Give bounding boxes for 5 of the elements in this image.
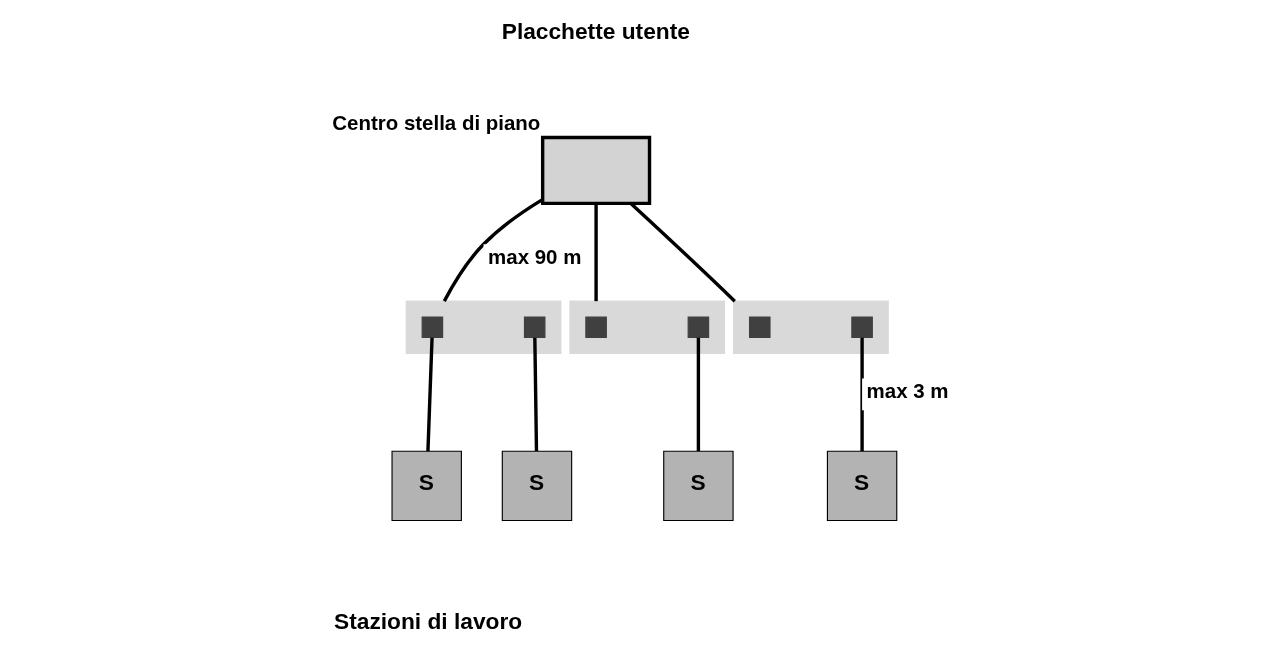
label: Placchette utente: [501, 17, 690, 44]
edge-label: max 3 m: [866, 378, 949, 402]
node-label: Centro stella di piano: [332, 110, 541, 134]
edge-label: max 90 m: [488, 244, 582, 268]
label: Stazioni di lavoro: [334, 607, 523, 634]
